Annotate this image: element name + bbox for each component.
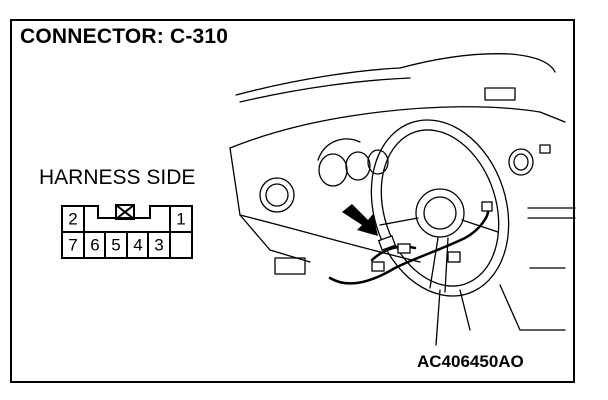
wiring-harness <box>328 206 490 285</box>
steering-wheel-icon <box>370 119 510 297</box>
dash-front-face <box>229 106 566 149</box>
pin-label: 2 <box>68 210 77 229</box>
figure-code: AC406450AO <box>417 352 524 371</box>
air-vent-left-icon <box>259 177 295 213</box>
harness-side-label: HARNESS SIDE <box>39 166 196 189</box>
pin-label: 5 <box>111 236 120 255</box>
pin-label: 1 <box>176 210 185 229</box>
pin-label: 4 <box>133 236 142 255</box>
pin-label: 6 <box>90 236 99 255</box>
pointer-arrow-icon <box>342 204 378 236</box>
connector-title: CONNECTOR: C-310 <box>20 25 229 48</box>
pin-label: 3 <box>154 236 163 255</box>
air-vent-right-icon <box>508 144 576 219</box>
cross-box-icon <box>115 204 135 220</box>
instrument-cluster-icon <box>317 138 389 187</box>
pin-label: 7 <box>68 236 77 255</box>
dash-top-outline <box>235 53 556 96</box>
